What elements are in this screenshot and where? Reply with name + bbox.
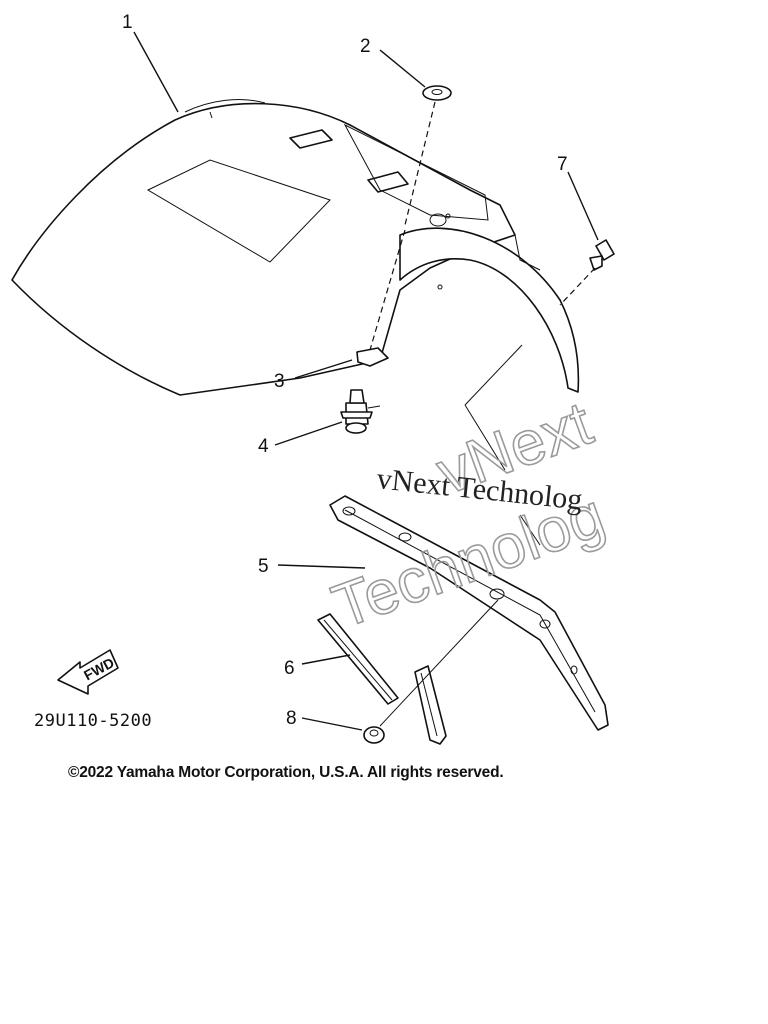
nut-part bbox=[356, 347, 389, 367]
callout-5: 5 bbox=[258, 556, 269, 577]
stay-part bbox=[317, 613, 447, 745]
plate-bracket-part bbox=[329, 495, 609, 731]
washer-part bbox=[422, 85, 452, 101]
callout-1: 1 bbox=[122, 12, 133, 33]
bolt-part bbox=[340, 389, 381, 434]
callout-2: 2 bbox=[360, 36, 371, 57]
callout-6: 6 bbox=[284, 658, 295, 679]
callout-7: 7 bbox=[557, 154, 568, 175]
callout-8: 8 bbox=[286, 708, 297, 729]
fwd-arrow-icon: FWD bbox=[57, 649, 119, 695]
screw-part bbox=[589, 239, 615, 271]
leader-lines bbox=[133, 31, 599, 731]
callout-3: 3 bbox=[274, 371, 285, 392]
copyright-notice: ©2022 Yamaha Motor Corporation, U.S.A. A… bbox=[68, 764, 504, 781]
small-nut-part bbox=[363, 726, 385, 744]
rear-fender-part bbox=[11, 99, 580, 396]
callout-4: 4 bbox=[258, 436, 269, 457]
part-code: 29U110-5200 bbox=[34, 711, 152, 731]
